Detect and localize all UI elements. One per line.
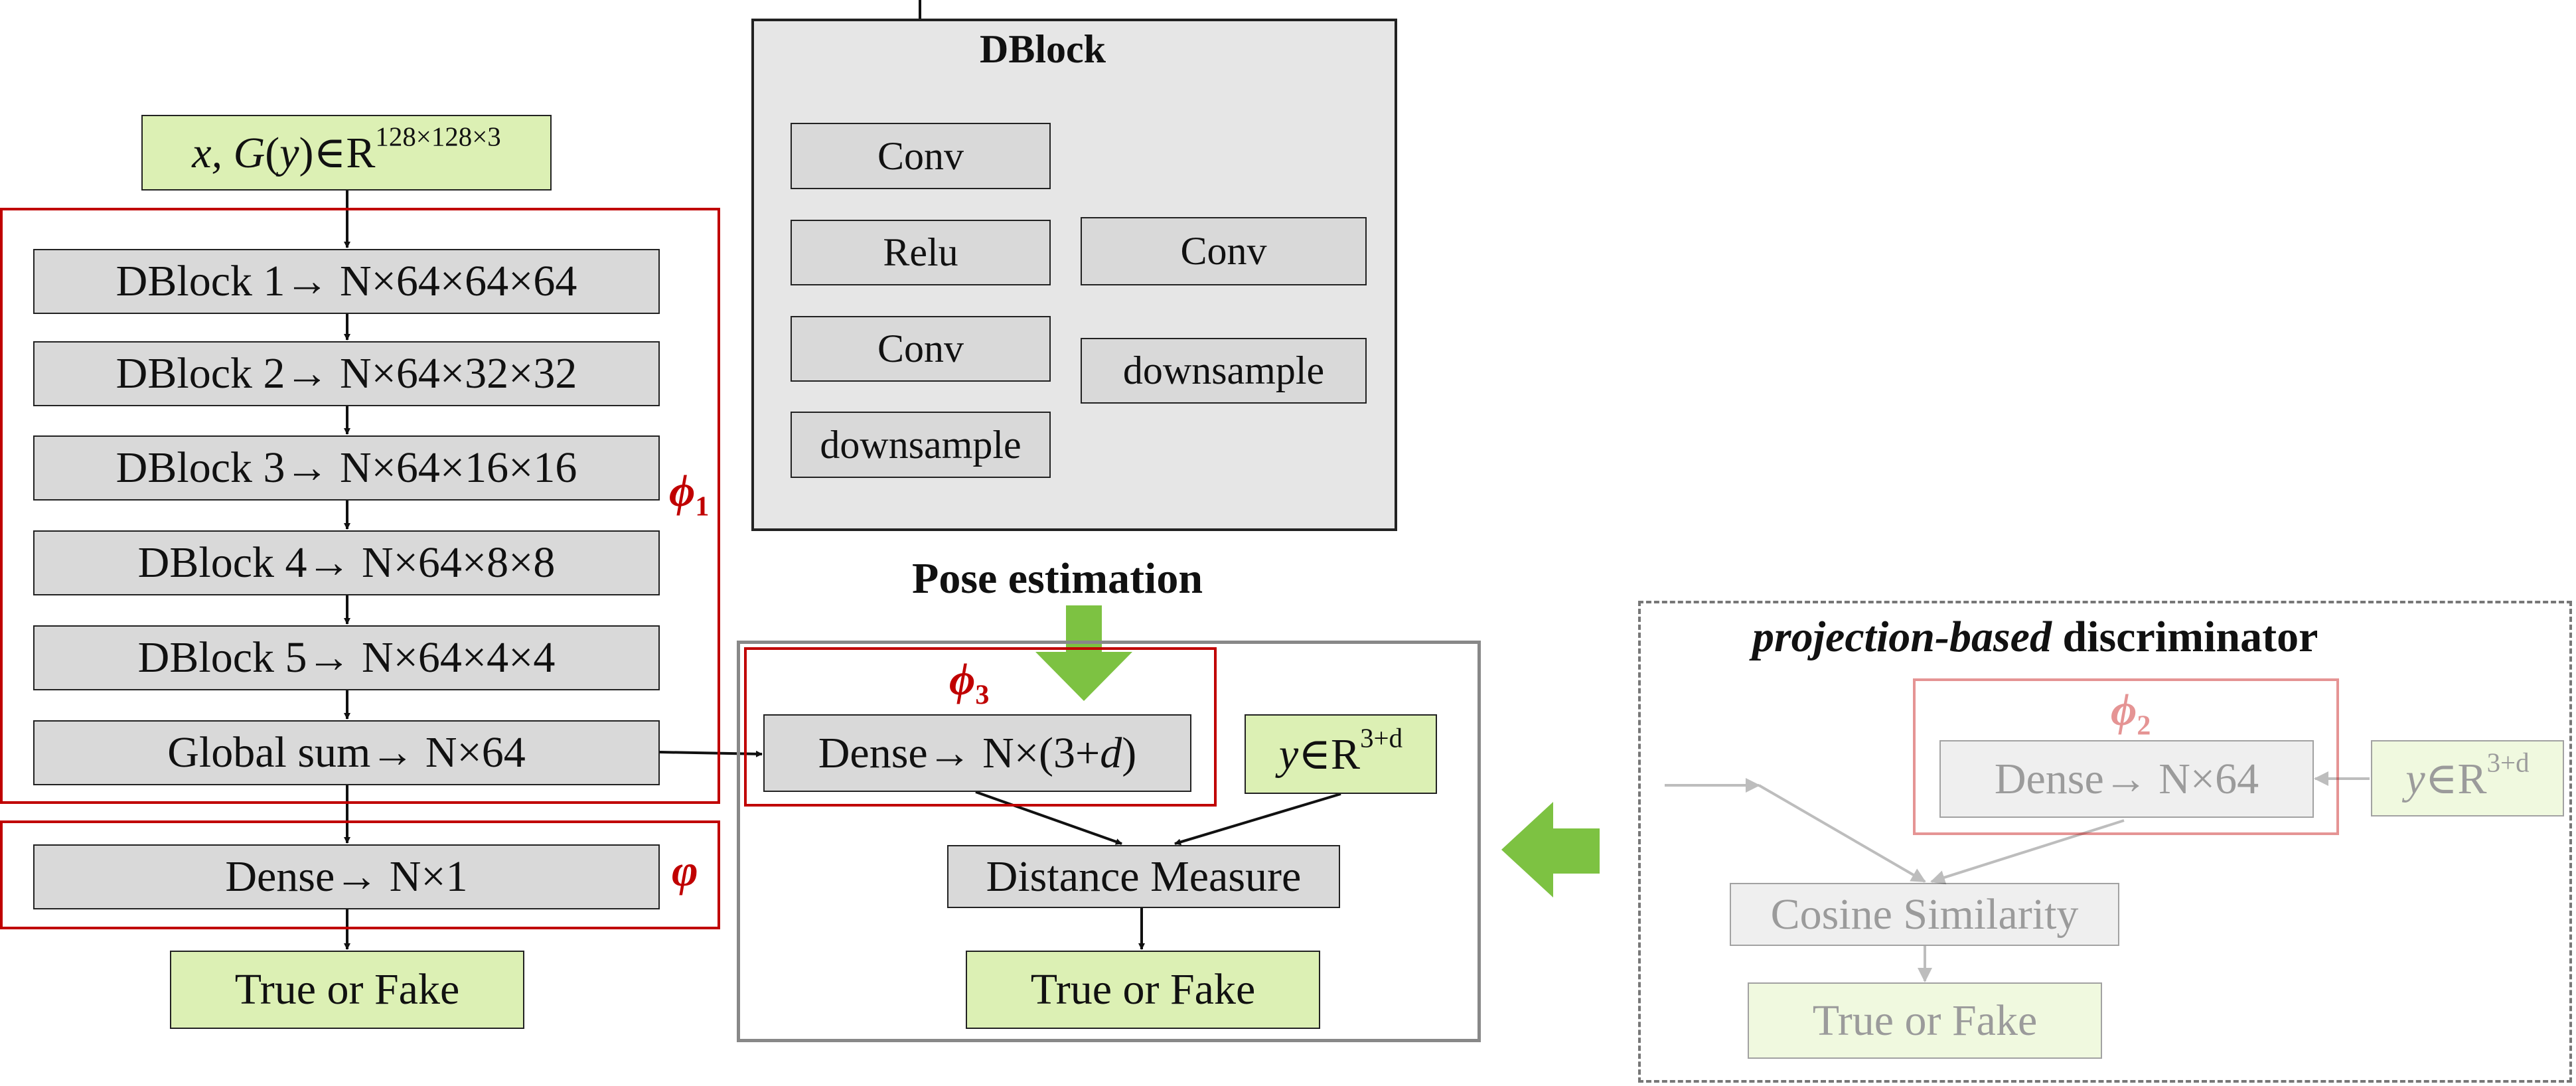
pose-y-var: y <box>1278 730 1299 779</box>
dblock-title: DBlock <box>980 27 1106 71</box>
projection-y-member: ∈R <box>2425 754 2487 803</box>
input-member: R <box>346 129 376 177</box>
global-sum-box: Global sum→ N×64 <box>33 720 660 785</box>
dblock-conv-1: Conv <box>791 123 1051 189</box>
distance-measure-box: Distance Measure <box>947 845 1340 908</box>
phi3-label: ϕ3 <box>949 654 990 711</box>
dblock-1-box: DBlock 1→ N×64×64×64 <box>33 249 660 314</box>
input-box: x, G(y)∈R128×128×3 <box>141 115 552 191</box>
projection-output-box: True or Fake <box>1748 982 2102 1059</box>
dblock-5-box: DBlock 5→ N×64×4×4 <box>33 625 660 690</box>
projection-y-input-box: y∈R3+d <box>2371 740 2564 816</box>
green-left-arrow-icon <box>1501 802 1600 897</box>
left-output-box: True or Fake <box>170 951 524 1029</box>
phi2-frame <box>1913 678 2339 835</box>
pose-panel <box>737 641 1481 1042</box>
cosine-similarity-box: Cosine Similarity <box>1730 883 2119 946</box>
dblock-downsample-1: downsample <box>791 412 1051 478</box>
dblock-4-box: DBlock 4→ N×64×8×8 <box>33 530 660 595</box>
phi2-label: ϕ2 <box>2111 684 2151 741</box>
input-var: y <box>279 129 299 177</box>
projection-title-italic: projection-based <box>1752 613 2052 661</box>
pose-title: Pose estimation <box>912 554 1203 603</box>
phi1-frame <box>0 208 720 804</box>
projection-y-var: y <box>2405 754 2425 803</box>
phi-label: φ <box>672 845 698 895</box>
dblock-relu: Relu <box>791 220 1051 285</box>
projection-panel <box>1638 601 2572 1083</box>
pose-dense-var: d <box>1100 728 1122 777</box>
pose-y-exponent: 3+d <box>1360 723 1403 753</box>
projection-title-rest: discriminator <box>2051 613 2318 661</box>
projection-y-exponent: 3+d <box>2486 747 2530 777</box>
input-exponent: 128×128×3 <box>375 121 501 152</box>
pose-dense-text: Dense→ N×(3+ <box>818 728 1100 777</box>
input-prefix: x, G <box>192 129 265 177</box>
projection-title: projection-based discriminator <box>1752 612 2318 662</box>
dblock-2-box: DBlock 2→ N×64×32×32 <box>33 341 660 406</box>
phi1-label: ϕ1 <box>669 465 710 522</box>
pose-dense-close: ) <box>1122 728 1137 777</box>
dblock-conv-skip: Conv <box>1081 217 1367 285</box>
dblock-3-box: DBlock 3→ N×64×16×16 <box>33 435 660 501</box>
projection-dense-box: Dense→ N×64 <box>1939 740 2314 818</box>
phi3-frame <box>744 647 1217 807</box>
dense-n1-box: Dense→ N×1 <box>33 844 660 909</box>
pose-y-input-box: y∈R3+d <box>1245 714 1437 794</box>
green-down-arrow-icon <box>1035 605 1132 701</box>
pose-dense-box: Dense→ N×(3+d) <box>763 714 1191 792</box>
phi-frame <box>0 820 720 929</box>
dblock-conv-2: Conv <box>791 316 1051 382</box>
dblock-downsample-skip: downsample <box>1081 338 1367 404</box>
pose-y-member: ∈R <box>1298 730 1361 779</box>
pose-output-box: True or Fake <box>966 951 1320 1029</box>
